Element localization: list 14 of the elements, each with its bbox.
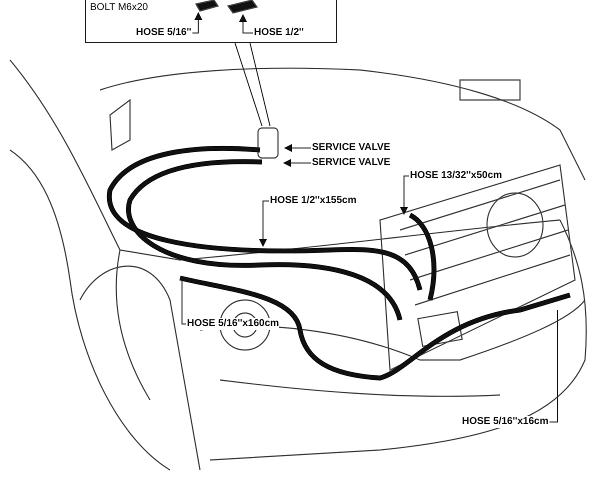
part-label: BOLT M6x20	[90, 2, 148, 14]
leader-line	[400, 176, 410, 215]
leader-line	[239, 14, 254, 34]
callout-label: HOSE 5/16''x160cm	[187, 318, 280, 330]
leader-line	[234, 42, 262, 126]
detail-inset-box	[85, 0, 337, 43]
leader-line	[284, 144, 312, 152]
callout-label: HOSE 5/16''x16cm	[462, 416, 548, 428]
leader-line	[548, 310, 558, 422]
leader-line	[192, 12, 202, 34]
leader-line	[283, 159, 312, 167]
leader-line	[259, 200, 270, 247]
leader-line	[182, 280, 186, 324]
leader-line	[250, 42, 270, 126]
